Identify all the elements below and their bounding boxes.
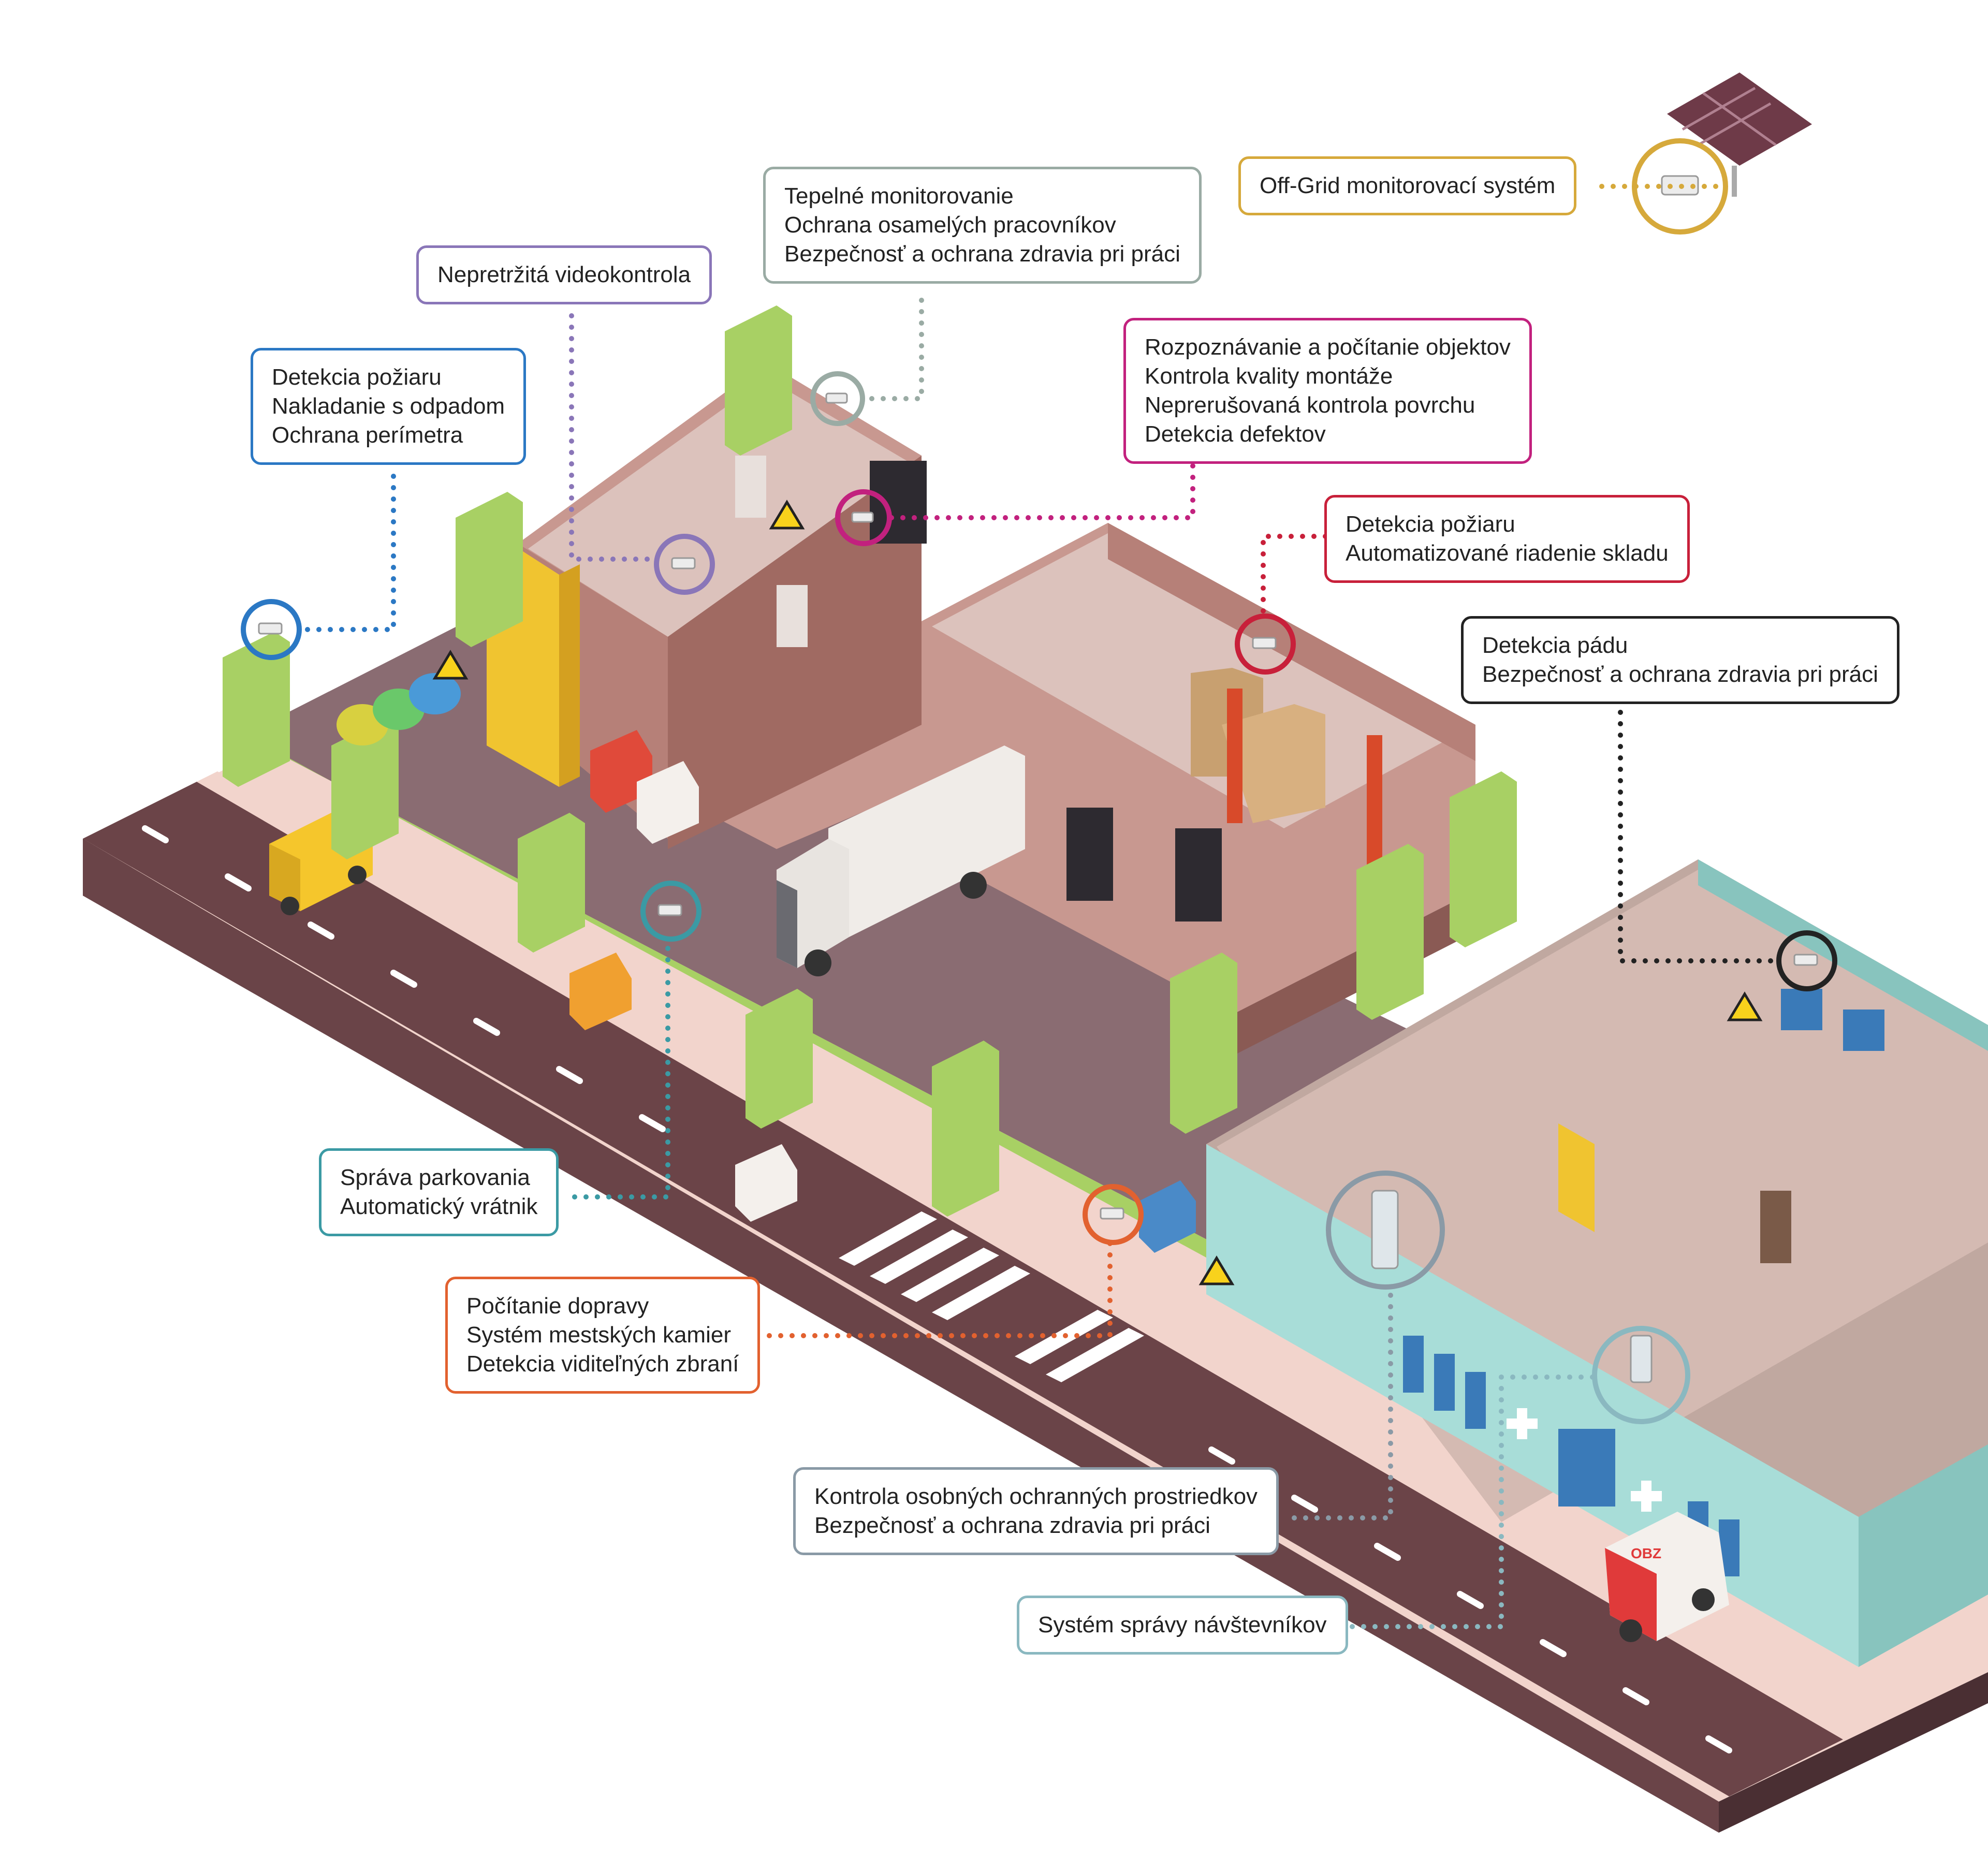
label-line: Systém správy návštevníkov (1038, 1612, 1327, 1637)
label-line: Ochrana osamelých pracovníkov (784, 212, 1116, 238)
label-line: Bezpečnosť a ochrana zdravia pri práci (1482, 662, 1878, 687)
label-thermal: Tepelné monitorovanie Ochrana osamelých … (763, 167, 1202, 284)
label-line: Kontrola kvality montáže (1145, 363, 1393, 389)
label-offgrid: Off-Grid monitorovací systém (1238, 156, 1577, 215)
camera-traffic (1083, 1184, 1144, 1245)
label-line: Detekcia pádu (1482, 633, 1628, 658)
camera-parking (640, 881, 701, 942)
label-line: Automatizované riadenie skladu (1346, 540, 1669, 566)
camera-fire-waste (241, 599, 302, 660)
label-line: Detekcia viditeľných zbraní (466, 1351, 739, 1377)
label-line: Bezpečnosť a ochrana zdravia pri práci (784, 241, 1180, 267)
label-line: Správa parkovania (340, 1165, 530, 1190)
label-line: Detekcia požiaru (1346, 511, 1515, 537)
camera-fire-storage (1235, 613, 1296, 675)
camera-fall (1776, 930, 1837, 991)
label-line: Bezpečnosť a ochrana zdravia pri práci (814, 1513, 1210, 1538)
label-ppe: Kontrola osobných ochranných prostriedko… (793, 1467, 1279, 1555)
label-line: Počítanie dopravy (466, 1293, 649, 1319)
label-video: Nepretržitá videokontrola (416, 245, 712, 304)
label-line: Kontrola osobných ochranných prostriedko… (814, 1484, 1258, 1509)
camera-video (654, 534, 715, 595)
label-objects: Rozpoznávanie a počítanie objektov Kontr… (1123, 318, 1532, 464)
ambulance: OBZ (1605, 1512, 1729, 1642)
waste-bins (337, 673, 461, 745)
label-line: Rozpoznávanie a počítanie objektov (1145, 334, 1511, 360)
label-line: Nakladanie s odpadom (272, 393, 505, 419)
label-fall: Detekcia pádu Bezpečnosť a ochrana zdrav… (1461, 616, 1899, 704)
truck (777, 745, 1025, 976)
road-markings (142, 825, 1732, 1753)
label-traffic: Počítanie dopravy Systém mestských kamie… (445, 1277, 761, 1394)
label-line: Systém mestských kamier (466, 1322, 731, 1348)
connectors (297, 184, 1781, 1629)
kiosk-visitors (1592, 1326, 1690, 1424)
label-line: Tepelné monitorovanie (784, 183, 1014, 209)
warning-icon (432, 500, 1763, 1285)
label-line: Ochrana perímetra (272, 422, 463, 448)
label-line: Nepretržitá videokontrola (437, 262, 691, 287)
label-line: Automatický vrátnik (340, 1194, 538, 1219)
camera-thermal (810, 371, 865, 426)
solar-panel-icon (1667, 72, 1812, 197)
cars (569, 730, 1196, 1253)
camera-ppe (1326, 1171, 1445, 1290)
label-fire-storage: Detekcia požiaru Automatizované riadenie… (1324, 495, 1690, 583)
label-line: Detekcia defektov (1145, 421, 1326, 447)
label-line: Off-Grid monitorovací systém (1260, 173, 1556, 198)
label-line: Detekcia požiaru (272, 364, 442, 390)
label-visitors: Systém správy návštevníkov (1017, 1596, 1348, 1655)
ambulance-label: OBZ (1631, 1545, 1661, 1561)
hedges (223, 305, 1517, 1217)
label-fire-waste: Detekcia požiaru Nakladanie s odpadom Oc… (251, 348, 527, 465)
label-line: Neprerušovaná kontrola povrchu (1145, 392, 1475, 418)
office-building (487, 362, 927, 849)
label-parking: Správa parkovania Automatický vrátnik (319, 1148, 559, 1236)
